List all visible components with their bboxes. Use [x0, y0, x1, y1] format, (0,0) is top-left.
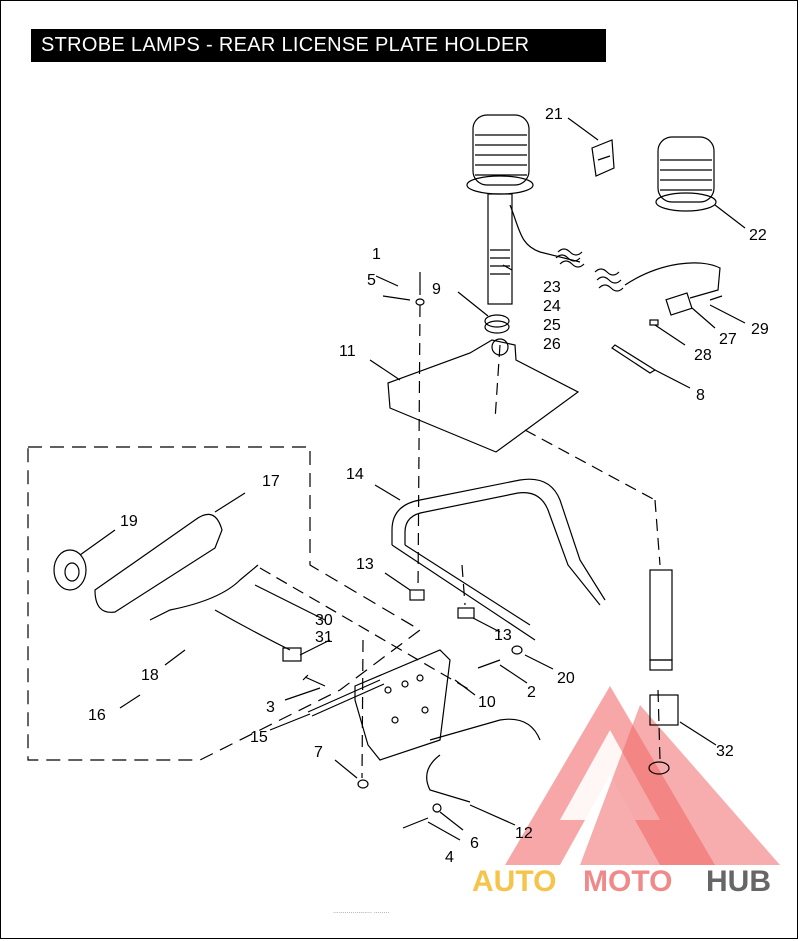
callout-5: 5 — [367, 272, 376, 289]
callout-13b: 13 — [494, 627, 512, 644]
callout-10: 10 — [478, 694, 496, 711]
callout-15: 15 — [250, 729, 268, 746]
assembly-lines — [259, 304, 661, 779]
washer-6 — [432, 803, 442, 813]
callout-19: 19 — [120, 513, 138, 530]
callout-30: 30 — [315, 612, 333, 629]
mount-plate-11 — [387, 339, 580, 453]
callout-11: 11 — [339, 343, 356, 360]
callout-8: 8 — [696, 387, 705, 404]
clip-21 — [591, 139, 615, 177]
callout-22: 22 — [749, 227, 767, 244]
callout-20: 20 — [557, 670, 575, 687]
strobe-lamp-assembly — [466, 114, 721, 316]
watermark-moto: MOTO — [583, 865, 672, 898]
support-tube-14 — [391, 478, 606, 606]
harness-18 — [149, 564, 291, 651]
leader-lines — [79, 117, 746, 841]
callout-3: 3 — [266, 699, 275, 716]
strobe-lens — [655, 136, 717, 212]
watermark-text: AUTO MOTO HUB — [472, 865, 771, 898]
footer-text: .................... ........ — [333, 908, 389, 915]
callout-2: 2 — [527, 684, 536, 701]
callout-17: 17 — [262, 473, 280, 490]
callout-31: 31 — [315, 629, 333, 646]
callout-26: 26 — [543, 336, 561, 353]
callout-12: 12 — [515, 825, 533, 842]
callout-24: 24 — [543, 298, 561, 315]
callout-21: 21 — [545, 106, 563, 123]
washer-5 — [415, 298, 425, 306]
pin-28 — [649, 319, 659, 326]
nut-7 — [357, 779, 369, 789]
pin-29 — [709, 295, 723, 301]
rod-15 — [307, 679, 385, 717]
callout-18: 18 — [141, 667, 159, 684]
watermark-logo — [505, 686, 780, 865]
watermark-auto: AUTO — [472, 865, 556, 898]
washer-20 — [511, 645, 523, 655]
lamp-19 — [53, 549, 87, 591]
callout-labels: 1 2 3 4 5 6 7 8 9 10 11 12 13 13 14 15 1… — [88, 106, 769, 866]
stem-32 — [648, 569, 679, 775]
watermark-hub: HUB — [706, 865, 771, 898]
callout-7: 7 — [314, 744, 323, 761]
clip-13a — [409, 589, 425, 601]
callout-32: 32 — [716, 743, 734, 760]
screw-4 — [402, 817, 429, 829]
callout-4: 4 — [445, 849, 454, 866]
clip-13b — [457, 607, 475, 619]
callout-29: 29 — [751, 321, 769, 338]
callout-28: 28 — [694, 347, 712, 364]
callout-1: 1 — [372, 246, 381, 263]
license-bracket-10 — [354, 649, 451, 761]
callout-14: 14 — [346, 466, 364, 483]
callout-6: 6 — [470, 835, 479, 852]
screw-2 — [477, 659, 501, 669]
callout-9: 9 — [432, 281, 441, 298]
callout-16: 16 — [88, 707, 106, 724]
wire-tie-8 — [611, 344, 657, 374]
lower-bracket-12 — [426, 718, 541, 803]
lamp-housing-17 — [94, 513, 223, 613]
callout-23: 23 — [543, 279, 561, 296]
callout-25: 25 — [543, 317, 561, 334]
screw-3 — [302, 674, 326, 687]
callout-13a: 13 — [356, 556, 374, 573]
callout-27: 27 — [719, 331, 737, 348]
grommet-9 — [484, 314, 510, 328]
kit-outline-16 — [27, 446, 422, 761]
diagram-title: STROBE LAMPS - REAR LICENSE PLATE HOLDER — [31, 29, 606, 62]
